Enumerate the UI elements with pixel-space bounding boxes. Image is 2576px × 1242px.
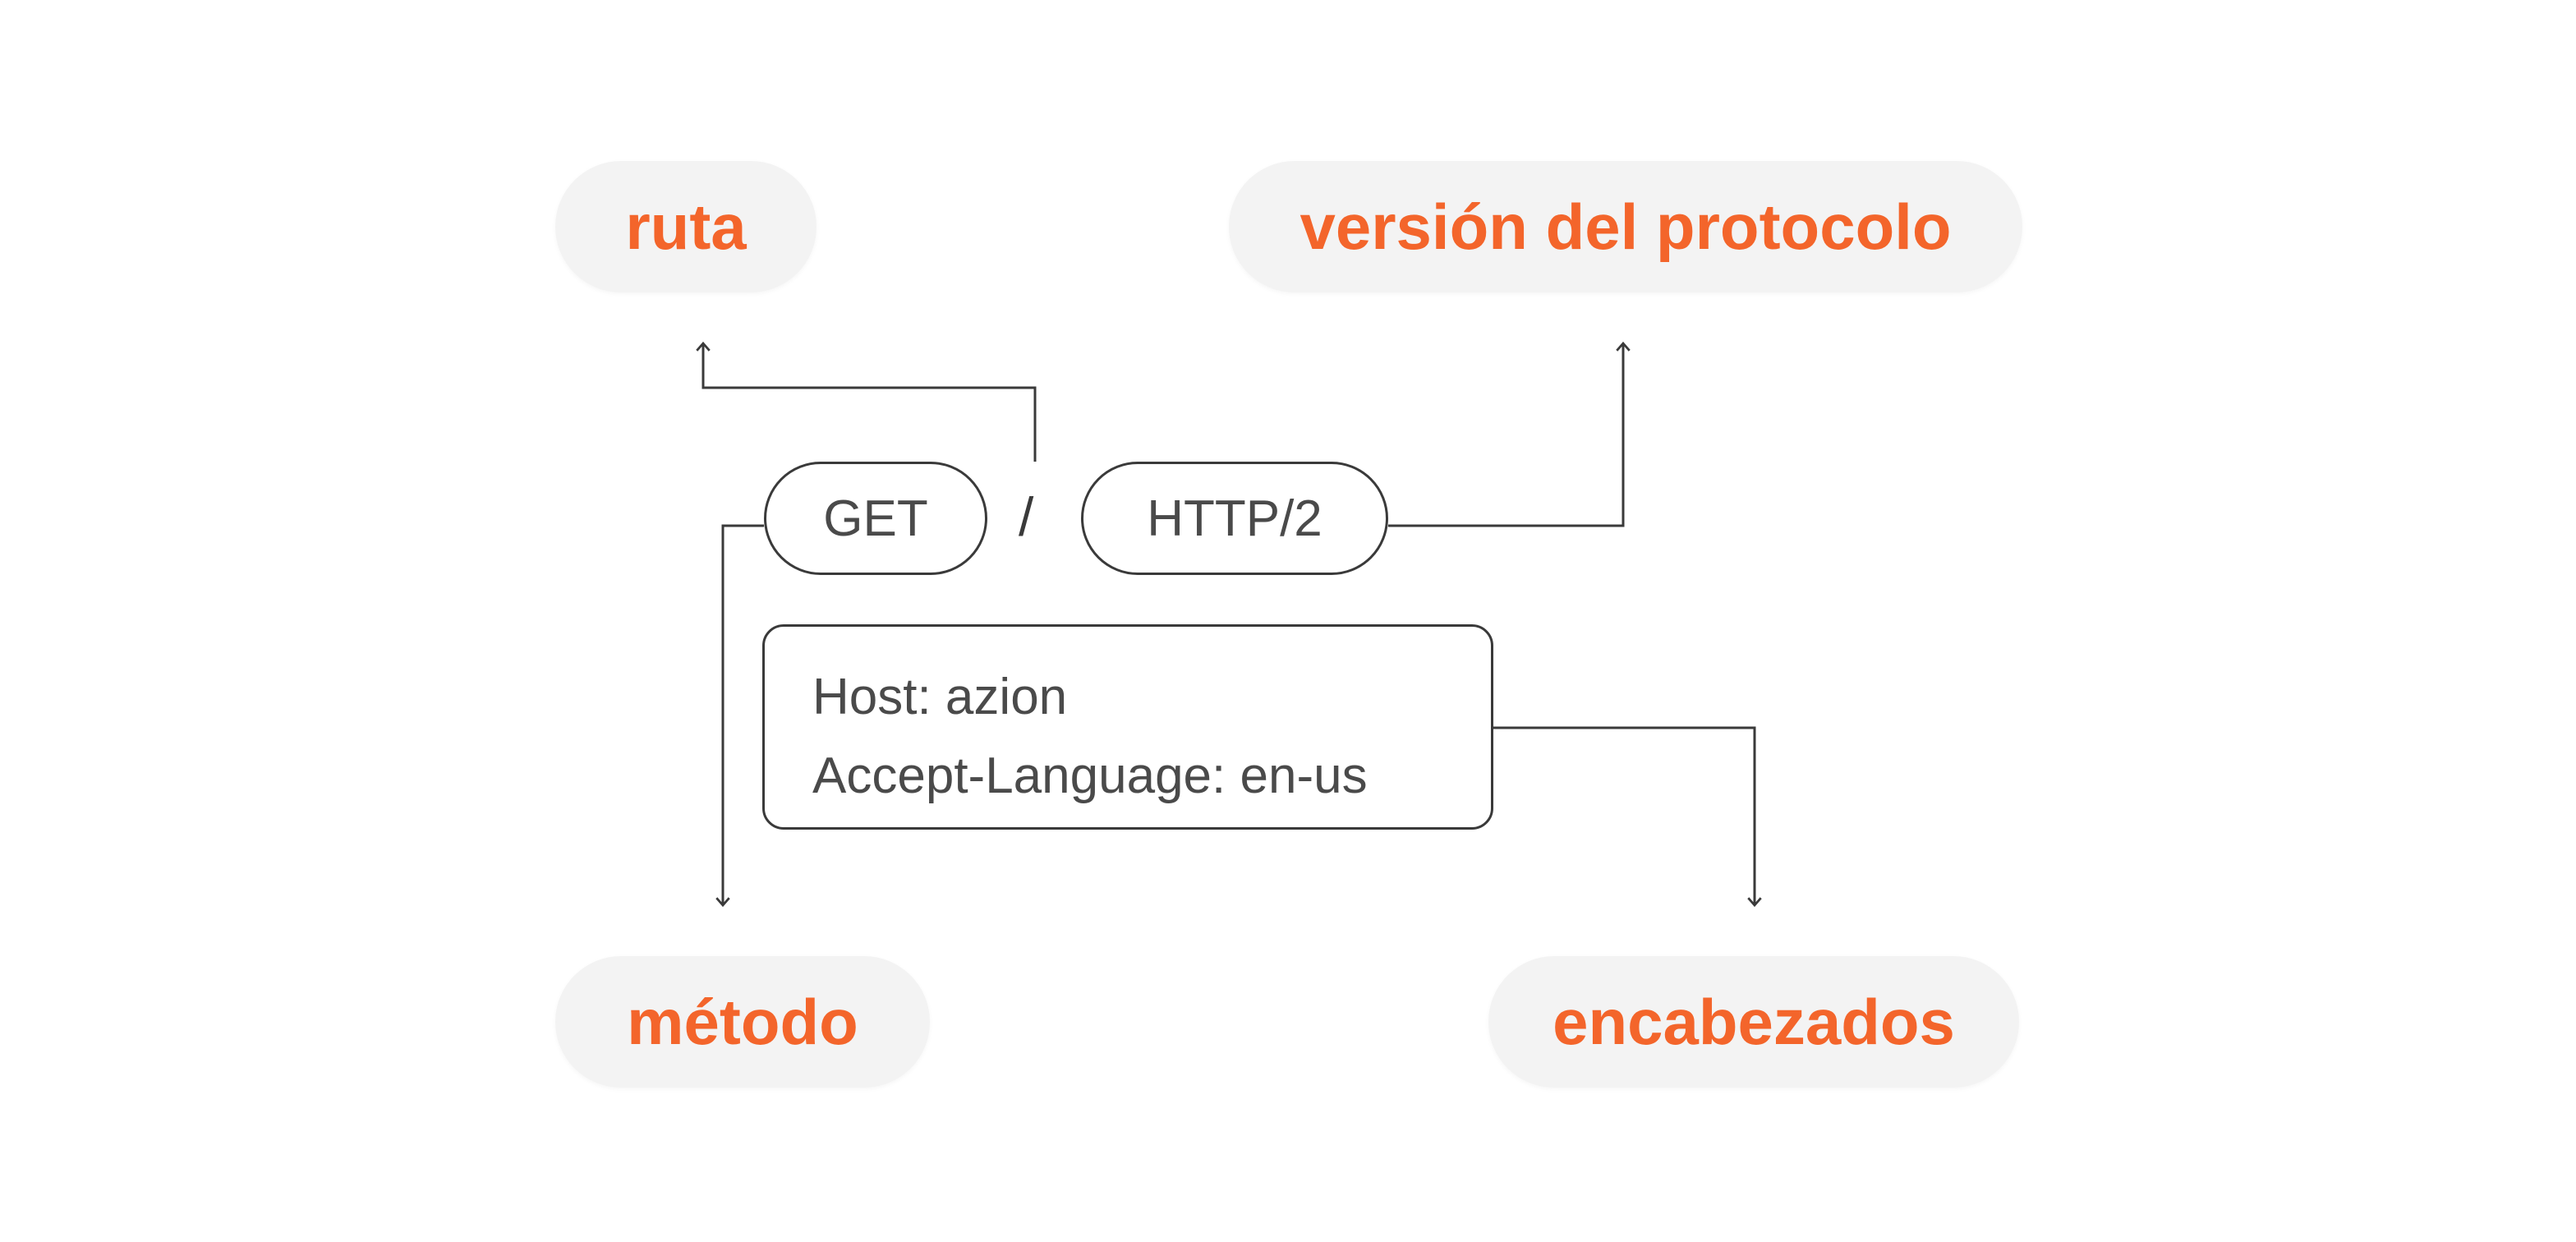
headers-connector — [1493, 726, 1762, 908]
path-connector — [696, 341, 1037, 462]
headers-label: encabezados — [1488, 956, 2019, 1088]
path-label: ruta — [555, 161, 816, 292]
header-line: Accept-Language: en-us — [812, 748, 1368, 804]
method-token: GET — [764, 462, 987, 575]
protocol-token-text: HTTP/2 — [1147, 490, 1322, 547]
protocol-connector — [1388, 341, 1631, 527]
method-label: método — [555, 956, 930, 1088]
headers-box: Host: azion Accept-Language: en-us — [762, 624, 1493, 830]
protocol-token: HTTP/2 — [1081, 462, 1388, 575]
path-label-text: ruta — [625, 190, 747, 263]
header-line: Host: azion — [812, 669, 1068, 725]
protocol-version-label: versión del protocolo — [1229, 161, 2022, 292]
path-token-text: / — [1019, 486, 1034, 547]
path-token: / — [1019, 490, 1033, 544]
method-label-text: método — [627, 985, 858, 1058]
headers-label-text: encabezados — [1552, 985, 1955, 1058]
method-token-text: GET — [823, 490, 928, 547]
protocol-version-label-text: versión del protocolo — [1300, 190, 1952, 263]
method-connector — [715, 524, 764, 908]
